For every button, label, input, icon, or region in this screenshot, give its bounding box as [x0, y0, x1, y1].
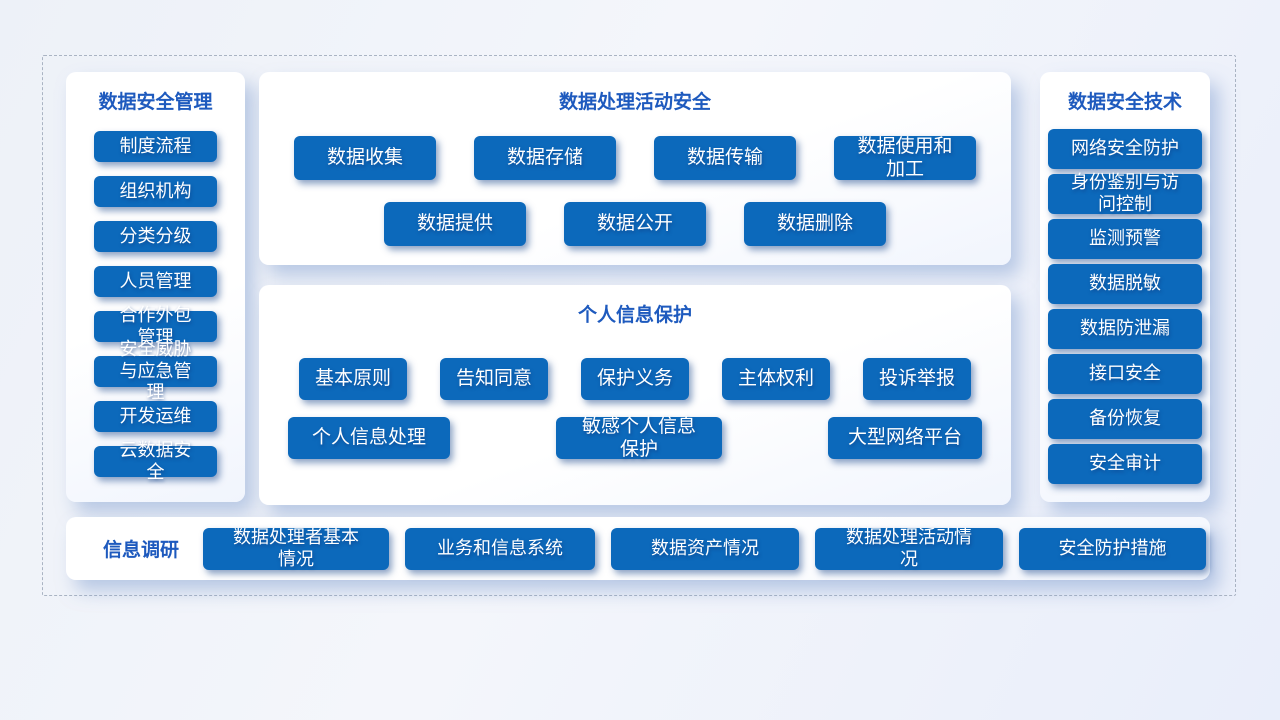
diagram-node: 数据公开: [564, 202, 706, 246]
diagram-node: 敏感个人信息保护: [556, 416, 722, 460]
diagram-node: 开发运维: [94, 401, 217, 432]
panel-data-processing-activity-security: 数据处理活动安全 数据收集 数据存储 数据传输 数据使用和加工 数据提供 数据公…: [259, 72, 1011, 265]
diagram-node: 合作外包管理: [94, 305, 217, 347]
diagram-node: 安全防护措施: [1019, 527, 1206, 570]
diagram-node: 保护义务: [581, 358, 689, 400]
panel-title: 数据安全管理: [98, 92, 213, 113]
panel-information-survey: 信息调研 数据处理者基本情况 业务和信息系统 数据资产情况 数据处理活动情况 安…: [66, 517, 1210, 580]
diagram-node: 数据脱敏: [1048, 264, 1202, 304]
diagram-node: 告知同意: [440, 358, 548, 400]
diagram-node: 数据传输: [654, 136, 796, 180]
diagram-node: 投诉举报: [863, 358, 971, 400]
diagram-node: 主体权利: [722, 358, 830, 400]
diagram-node: 安全威胁与应急管理: [94, 339, 217, 402]
diagram-node: 数据使用和加工: [834, 136, 976, 180]
node-row: 个人信息处理 敏感个人信息保护 大型网络平台: [259, 416, 1011, 460]
diagram-node: 数据收集: [294, 136, 436, 180]
diagram-node: 数据资产情况: [611, 527, 799, 570]
dashed-frame: [42, 55, 1236, 596]
diagram-node: 备份恢复: [1048, 399, 1202, 439]
diagram-node: 接口安全: [1048, 354, 1202, 394]
panel-title: 数据处理活动安全: [558, 92, 711, 113]
diagram-node: 监测预警: [1048, 219, 1202, 259]
diagram-node: 数据处理者基本情况: [203, 527, 389, 570]
diagram-node: 数据删除: [744, 202, 886, 246]
diagram-node: 组织机构: [94, 176, 217, 207]
diagram-node: 数据提供: [384, 202, 526, 246]
diagram-node: 安全审计: [1048, 444, 1202, 484]
diagram-node: 数据处理活动情况: [815, 527, 1003, 570]
panel-title: 数据安全技术: [1067, 92, 1182, 113]
node-row: 基本原则 告知同意 保护义务 主体权利 投诉举报: [259, 358, 1011, 400]
diagram-node: 分类分级: [94, 221, 217, 252]
node-row: 数据收集 数据存储 数据传输 数据使用和加工: [259, 136, 1011, 180]
diagram-node: 身份鉴别与访问控制: [1048, 172, 1202, 214]
panel-personal-info-protection: 个人信息保护 基本原则 告知同意 保护义务 主体权利 投诉举报 个人信息处理 敏…: [259, 285, 1011, 505]
diagram-node: 业务和信息系统: [405, 527, 595, 570]
panel-data-security-technology: 数据安全技术 网络安全防护 身份鉴别与访问控制 监测预警 数据脱敏 数据防泄漏 …: [1040, 72, 1210, 502]
diagram-node: 数据防泄漏: [1048, 309, 1202, 349]
diagram-node: 基本原则: [299, 358, 407, 400]
diagram-node: 个人信息处理: [288, 417, 450, 459]
panel-data-security-management: 数据安全管理 制度流程 组织机构 分类分级 人员管理 合作外包管理 安全威胁与应…: [66, 72, 245, 502]
panel-title: 信息调研: [102, 540, 179, 561]
node-column: 制度流程 组织机构 分类分级 人员管理 合作外包管理 安全威胁与应急管理 开发运…: [66, 131, 245, 482]
node-row: 数据提供 数据公开 数据删除: [259, 202, 1011, 246]
panel-title: 个人信息保护: [577, 305, 692, 326]
diagram-node: 人员管理: [94, 266, 217, 297]
diagram-node: 制度流程: [94, 131, 217, 162]
diagram-node: 数据存储: [474, 136, 616, 180]
diagram-node: 云数据安全: [94, 440, 217, 482]
diagram-node: 网络安全防护: [1048, 129, 1202, 169]
diagram-node: 大型网络平台: [828, 417, 982, 459]
node-column: 网络安全防护 身份鉴别与访问控制 监测预警 数据脱敏 数据防泄漏 接口安全 备份…: [1040, 129, 1210, 484]
